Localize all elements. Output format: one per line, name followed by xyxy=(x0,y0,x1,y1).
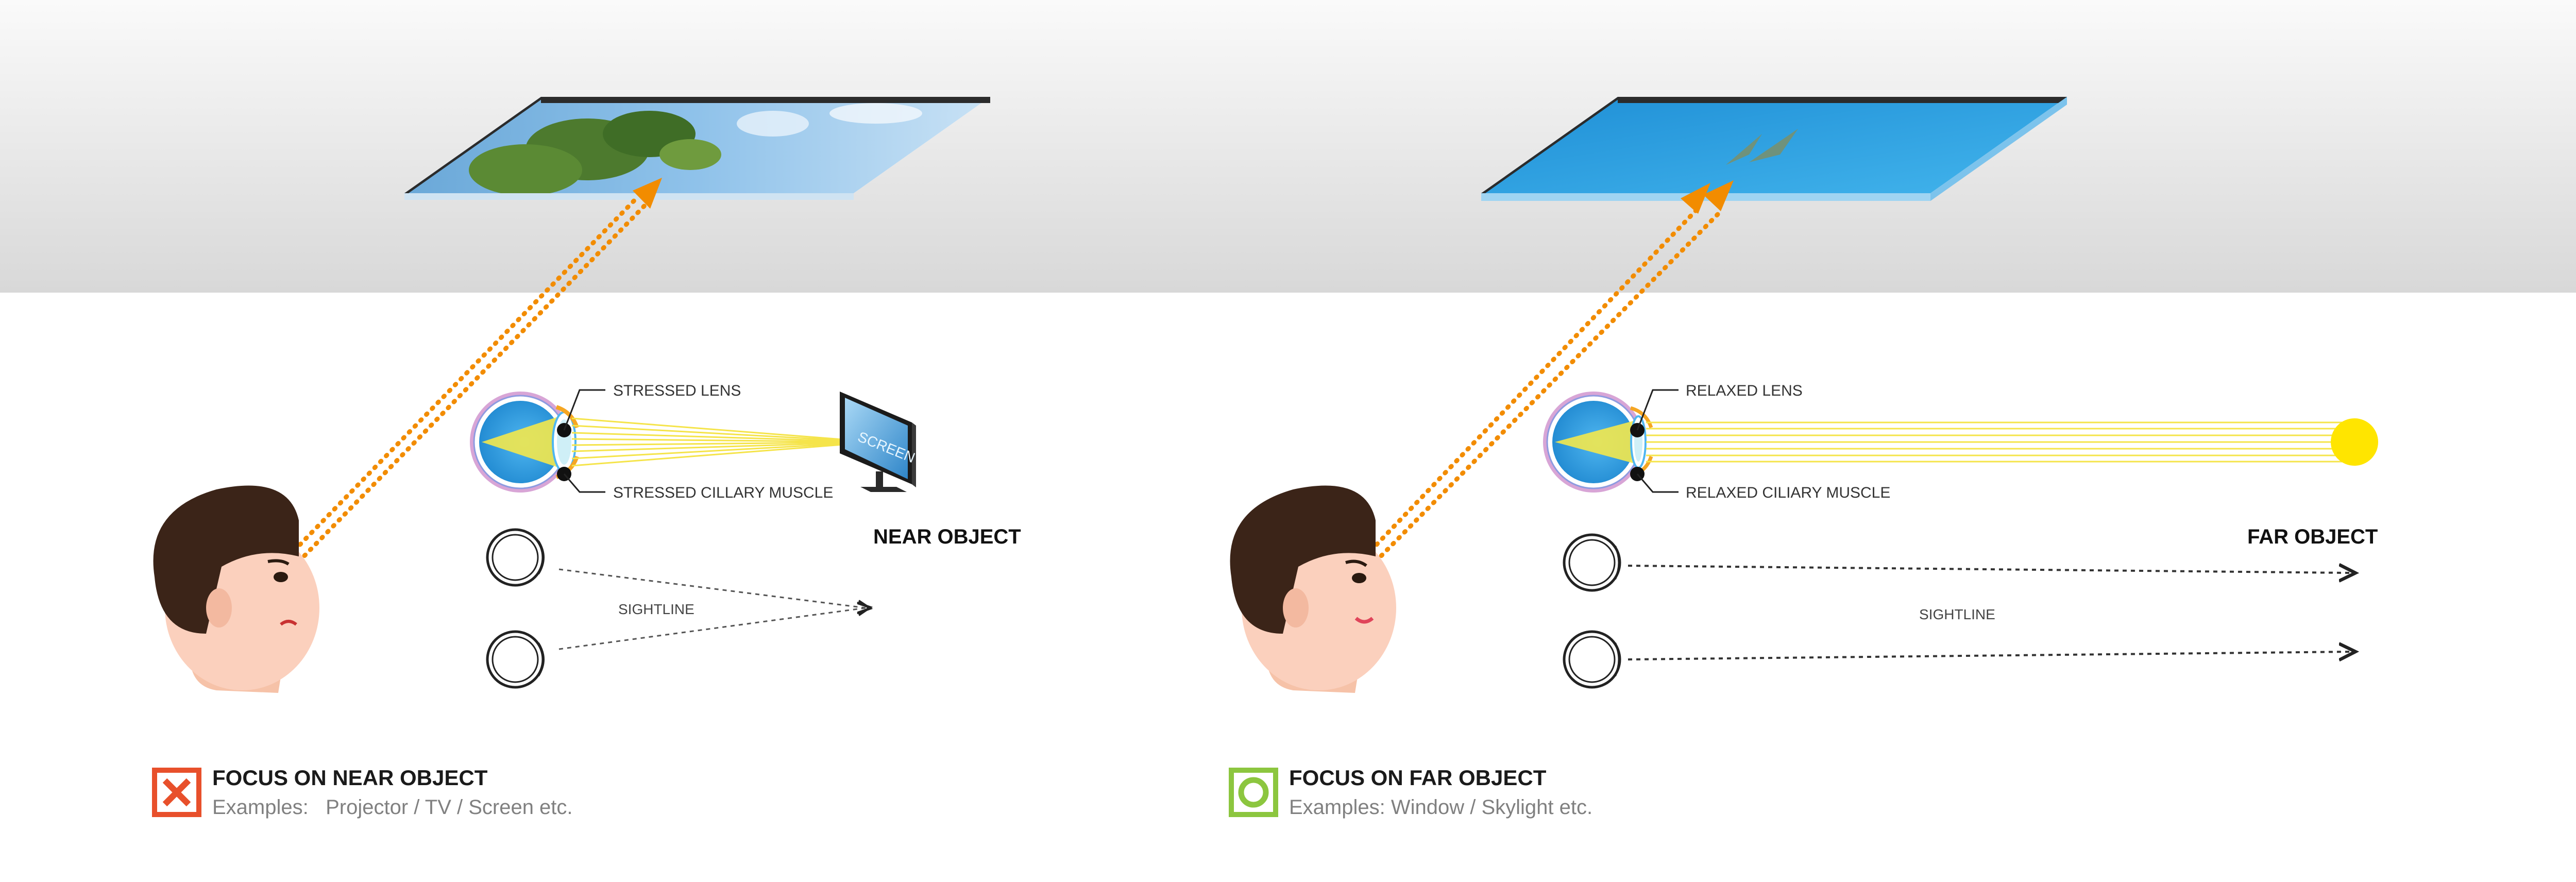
ceiling-band xyxy=(0,0,2576,293)
sightline-eye-top-icon xyxy=(1563,533,1621,592)
converging-sightlines xyxy=(558,568,866,650)
sightline-to-skylight xyxy=(1363,203,1723,564)
arrow-head-icon xyxy=(633,178,662,209)
relaxed-lens-label: RELAXED LENS xyxy=(1686,382,1803,399)
near-object-label: NEAR OBJECT xyxy=(873,525,1021,548)
far-object-label: FAR OBJECT xyxy=(2247,525,2378,548)
right-caption-title: FOCUS ON FAR OBJECT xyxy=(1289,766,1547,790)
muscle-leader xyxy=(563,473,605,493)
lens-leader xyxy=(563,389,605,431)
sightline-eye-bottom-icon xyxy=(1563,630,1621,689)
left-caption-title: FOCUS ON NEAR OBJECT xyxy=(212,766,488,790)
stressed-muscle-label: STRESSED CILLARY MUSCLE xyxy=(613,484,833,501)
projected-image-panel xyxy=(404,97,990,200)
arrow-head-icon xyxy=(1703,180,1734,211)
relaxed-muscle-leader xyxy=(1636,473,1679,493)
right-caption-subtitle: Examples: Window / Skylight etc. xyxy=(1289,796,1592,819)
arrow-head-icon xyxy=(1681,183,1710,214)
eye-cross-section xyxy=(470,392,579,493)
right-panel: RELAXED LENS RELAXED CILIARY MUSCLE FAR … xyxy=(1229,97,2378,819)
left-sightline-label: SIGHTLINE xyxy=(618,601,694,617)
left-panel: STRESSED LENS STRESSED CILLARY MUSCLE SC… xyxy=(152,97,1021,819)
sightline-eye-bottom-icon xyxy=(486,630,545,689)
head-stressed-icon xyxy=(153,485,319,693)
bird-icon xyxy=(1726,134,1762,165)
relaxed-muscle-label: RELAXED CILIARY MUSCLE xyxy=(1686,484,1890,501)
bird-icon xyxy=(1749,129,1798,162)
relaxed-lens-leader xyxy=(1636,389,1679,431)
sightline-eye-top-icon xyxy=(486,528,545,587)
skylight-panel xyxy=(1481,97,2067,201)
eye-cross-section-relaxed xyxy=(1543,392,1653,493)
stressed-lens-label: STRESSED LENS xyxy=(613,382,741,399)
head-relaxed-icon xyxy=(1230,485,1396,693)
ring-badge-icon xyxy=(1229,768,1278,817)
left-caption-subtitle: Examples: Projector / TV / Screen etc. xyxy=(212,796,573,819)
tv-monitor-icon: SCREEN xyxy=(840,392,917,492)
sun-icon xyxy=(2331,418,2378,466)
parallel-light-rays xyxy=(1646,421,2352,463)
light-rays xyxy=(571,417,876,467)
sightline-to-ceiling xyxy=(286,193,652,564)
cross-badge-icon xyxy=(152,768,201,817)
right-sightline-label: SIGHTLINE xyxy=(1919,606,1995,622)
